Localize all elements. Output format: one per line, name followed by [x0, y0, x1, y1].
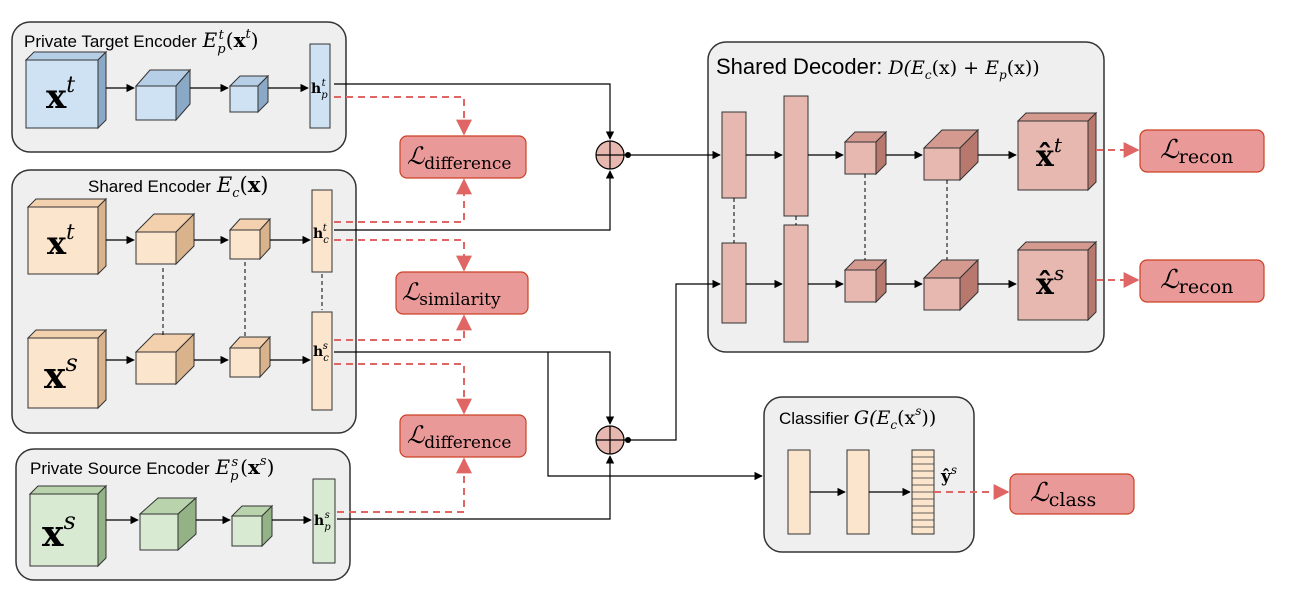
shared-source-conv-block-1	[134, 332, 196, 386]
decoder-output-target-label: x̂t	[1036, 133, 1063, 174]
classifier-layer-1	[787, 449, 811, 535]
shared-target-hidden-label: hct	[313, 223, 329, 246]
decoder-source-deconv-block-2	[922, 258, 980, 312]
flow-hcs-to-classifier	[547, 352, 763, 481]
classifier-output-vector	[911, 449, 935, 535]
shared-target-conv-block-2	[228, 217, 272, 261]
shared-source-conv-block-2	[228, 335, 272, 379]
flow-hpt-to-sum-target	[334, 83, 615, 140]
private-target-hidden-label: hpt	[311, 78, 328, 101]
private-source-conv-block-2	[230, 504, 274, 548]
loss-recon-source-box	[1139, 259, 1265, 303]
dashed-link-hps-to-diff-bottom	[337, 457, 472, 513]
decoder-target-deconv-block-1	[843, 130, 888, 176]
dashed-link-hpt-to-diff-top	[334, 96, 472, 136]
decoder-output-source-label: x̂s	[1036, 261, 1064, 302]
decoder-source-layer-2	[783, 224, 809, 343]
shared-decoder-title: Shared Decoder:D(Ec(x) + Ep(x))	[716, 54, 1040, 82]
dashed-link-hcs-to-similarity	[334, 314, 472, 341]
loss-recon-target-label: ℒrecon	[1160, 135, 1233, 168]
shared-target-hidden-vector	[311, 189, 333, 273]
private-source-conv-block-1	[138, 496, 198, 552]
decoder-target-layer-1	[721, 111, 747, 199]
flow-hct-to-sum-target	[334, 170, 615, 231]
decoder-source-layer-1	[721, 242, 747, 324]
decoder-output-target-image	[1016, 111, 1098, 192]
decoder-target-layer-2	[783, 95, 809, 217]
target-input-image-private	[24, 50, 108, 130]
loss-recon-source-label: ℒrecon	[1160, 265, 1233, 298]
decoder-source-deconv-block-1	[843, 258, 888, 304]
shared-source-hidden-label: hcs	[313, 341, 329, 364]
flow-hps-to-sum-source	[337, 455, 615, 520]
loss-difference-bottom-label: ℒdifference	[407, 421, 511, 453]
loss-difference-bottom-box	[399, 414, 527, 458]
private-source-hidden-label: hps	[314, 510, 331, 533]
loss-difference-top-label: ℒdifference	[407, 142, 511, 174]
loss-class-label: ℒclass	[1030, 478, 1096, 511]
classifier-output-label: ŷs	[940, 463, 957, 487]
sum-node-source	[595, 425, 625, 455]
dashed-link-hct-to-diff-top	[334, 178, 472, 223]
source-input-image-private	[28, 484, 108, 568]
loss-similarity-label: ℒsimilarity	[402, 278, 501, 310]
junction-dot-source	[625, 437, 631, 443]
target-input-label-shared: xt	[47, 220, 75, 262]
sum-node-target	[595, 140, 625, 170]
flow-hcs-to-sum-source	[334, 351, 615, 425]
private-source-hidden-vector	[312, 478, 336, 564]
shared-source-hidden-vector	[311, 311, 333, 411]
decoder-output-source-image	[1016, 240, 1098, 322]
loss-difference-top-box	[399, 135, 527, 179]
target-input-label-private: xt	[46, 73, 75, 117]
loss-similarity-box	[395, 271, 529, 315]
private-target-conv-block-1	[134, 68, 192, 122]
decoder-target-deconv-block-2	[922, 128, 980, 182]
shared-target-conv-block-1	[134, 212, 196, 266]
dashed-link-hcs-to-diff-bottom	[334, 363, 472, 415]
loss-class-box	[1009, 473, 1135, 515]
source-input-image-shared	[26, 328, 108, 410]
classifier-layer-2	[846, 449, 870, 535]
loss-recon-target-box	[1139, 129, 1265, 173]
private-target-conv-block-2	[228, 74, 270, 114]
source-input-label-private: xs	[42, 507, 76, 555]
private-target-hidden-vector	[309, 43, 331, 129]
source-input-label-shared: xs	[44, 349, 78, 397]
junction-dot-target	[625, 152, 631, 158]
flow-sum-source-to-decoder	[624, 279, 721, 441]
dashed-link-hct-to-similarity	[334, 239, 472, 272]
target-input-image-shared	[26, 197, 108, 276]
